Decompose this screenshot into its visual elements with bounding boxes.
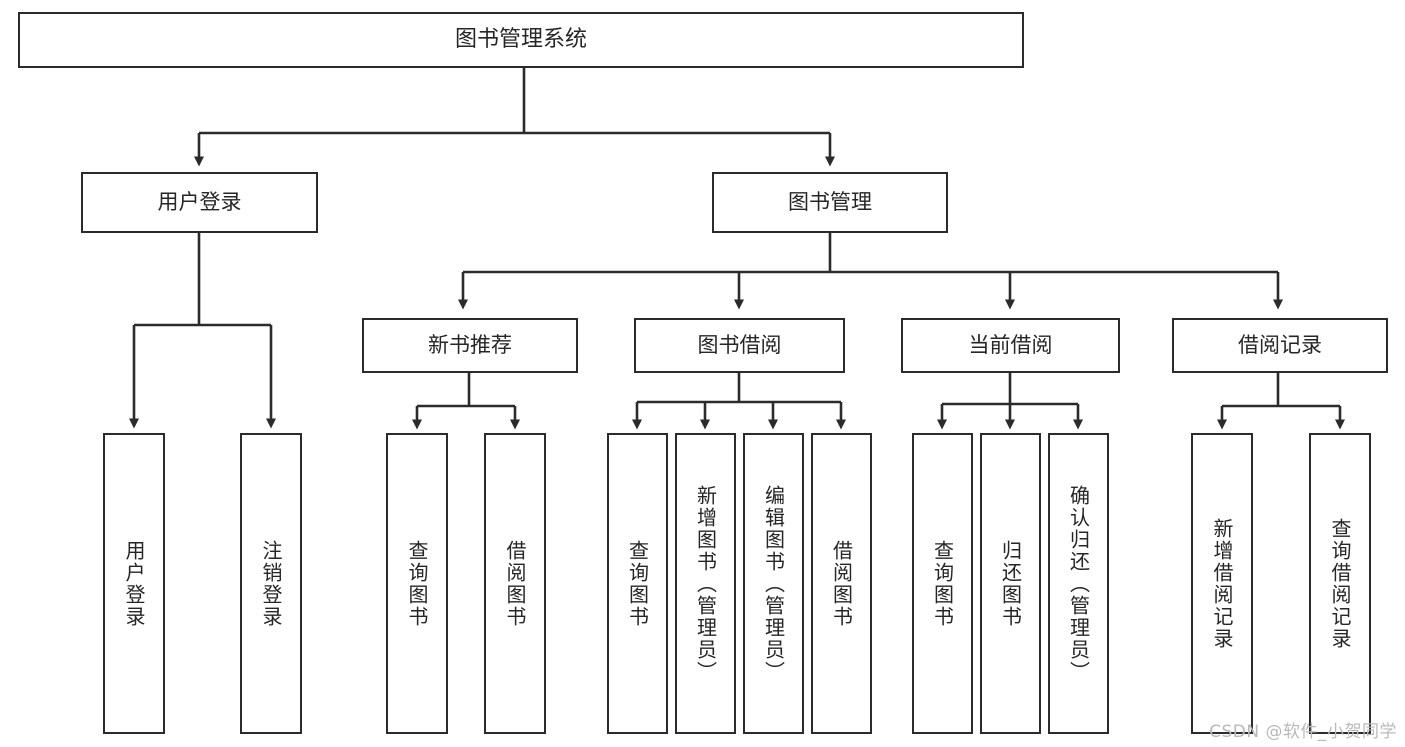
node-user-login-label: 用户登录	[157, 190, 242, 215]
node-borrow-record-label: 借阅记录	[1238, 333, 1322, 358]
node-book-manage[interactable]: 图书管理	[712, 172, 948, 233]
leaf-book-borrow-4[interactable]: 借阅图书	[811, 433, 872, 734]
node-book-manage-label: 图书管理	[788, 190, 872, 215]
leaf-book-borrow-2-label: 新增图书（管理员）	[693, 484, 718, 683]
node-borrow-record[interactable]: 借阅记录	[1172, 318, 1388, 373]
leaf-current-borrow-3[interactable]: 确认归还（管理员）	[1048, 433, 1109, 734]
leaf-new-book-rec-1[interactable]: 查询图书	[386, 433, 448, 734]
leaf-book-borrow-3[interactable]: 编辑图书（管理员）	[743, 433, 804, 734]
leaf-user-login-1-label: 用户登录	[122, 539, 146, 628]
leaf-current-borrow-2[interactable]: 归还图书	[980, 433, 1041, 734]
node-root[interactable]: 图书管理系统	[18, 12, 1024, 68]
leaf-current-borrow-1-label: 查询图书	[930, 539, 955, 628]
node-new-book-rec-label: 新书推荐	[428, 333, 512, 358]
node-user-login[interactable]: 用户登录	[81, 172, 318, 233]
leaf-book-borrow-1[interactable]: 查询图书	[607, 433, 668, 734]
leaf-current-borrow-1[interactable]: 查询图书	[912, 433, 973, 734]
leaf-current-borrow-3-label: 确认归还（管理员）	[1066, 484, 1091, 683]
leaf-borrow-record-2[interactable]: 查询借阅记录	[1309, 433, 1371, 734]
leaf-user-login-2[interactable]: 注销登录	[240, 433, 302, 734]
leaf-borrow-record-1[interactable]: 新增借阅记录	[1191, 433, 1253, 734]
node-current-borrow[interactable]: 当前借阅	[901, 318, 1120, 373]
leaf-new-book-rec-1-label: 查询图书	[405, 539, 429, 628]
leaf-book-borrow-2[interactable]: 新增图书（管理员）	[675, 433, 736, 734]
leaf-book-borrow-3-label: 编辑图书（管理员）	[761, 484, 786, 683]
leaf-borrow-record-2-label: 查询借阅记录	[1328, 517, 1352, 650]
leaf-book-borrow-4-label: 借阅图书	[829, 539, 854, 628]
node-book-borrow[interactable]: 图书借阅	[634, 318, 845, 373]
leaf-user-login-2-label: 注销登录	[259, 539, 283, 628]
leaf-new-book-rec-2-label: 借阅图书	[503, 539, 527, 628]
node-new-book-rec[interactable]: 新书推荐	[362, 318, 578, 373]
leaf-current-borrow-2-label: 归还图书	[998, 539, 1023, 628]
node-book-borrow-label: 图书借阅	[697, 333, 782, 358]
leaf-borrow-record-1-label: 新增借阅记录	[1210, 517, 1234, 650]
leaf-new-book-rec-2[interactable]: 借阅图书	[484, 433, 546, 734]
node-root-label: 图书管理系统	[454, 27, 587, 53]
leaf-user-login-1[interactable]: 用户登录	[103, 433, 165, 734]
leaf-book-borrow-1-label: 查询图书	[625, 539, 650, 628]
node-current-borrow-label: 当前借阅	[968, 333, 1053, 358]
